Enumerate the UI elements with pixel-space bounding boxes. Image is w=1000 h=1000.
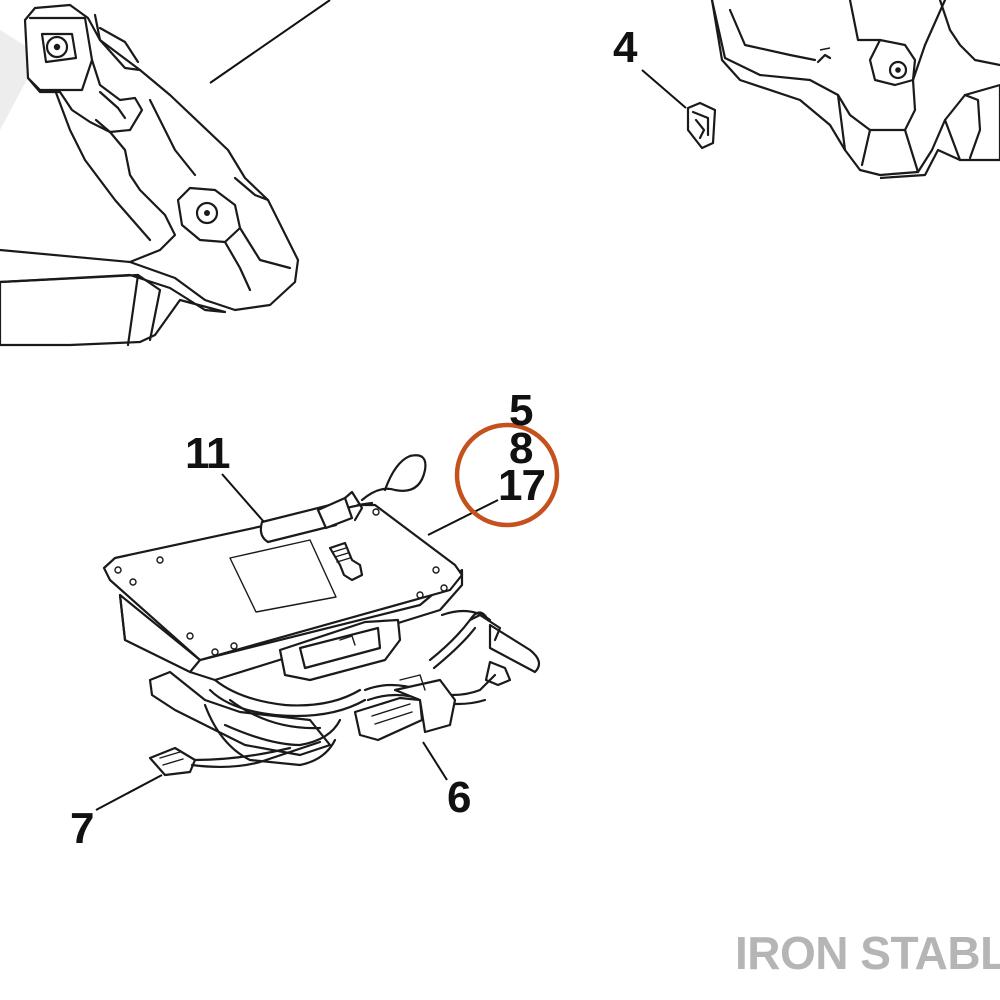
callout-17: 17	[498, 461, 545, 510]
highlight-circle	[454, 422, 560, 528]
upper-left-bracket-assembly	[0, 0, 331, 347]
callout-7: 7	[70, 804, 93, 853]
callout-4: 4	[613, 23, 638, 72]
part-4-clip	[641, 69, 717, 150]
callout-8: 8	[509, 424, 533, 473]
control-module-assembly	[95, 454, 541, 811]
callout-5: 5	[509, 386, 533, 435]
callout-11: 11	[185, 429, 230, 478]
upper-right-fairing-assembly	[710, 0, 1000, 180]
watermark-text: IRON STABLE	[735, 927, 1000, 979]
callout-6: 6	[447, 773, 470, 822]
